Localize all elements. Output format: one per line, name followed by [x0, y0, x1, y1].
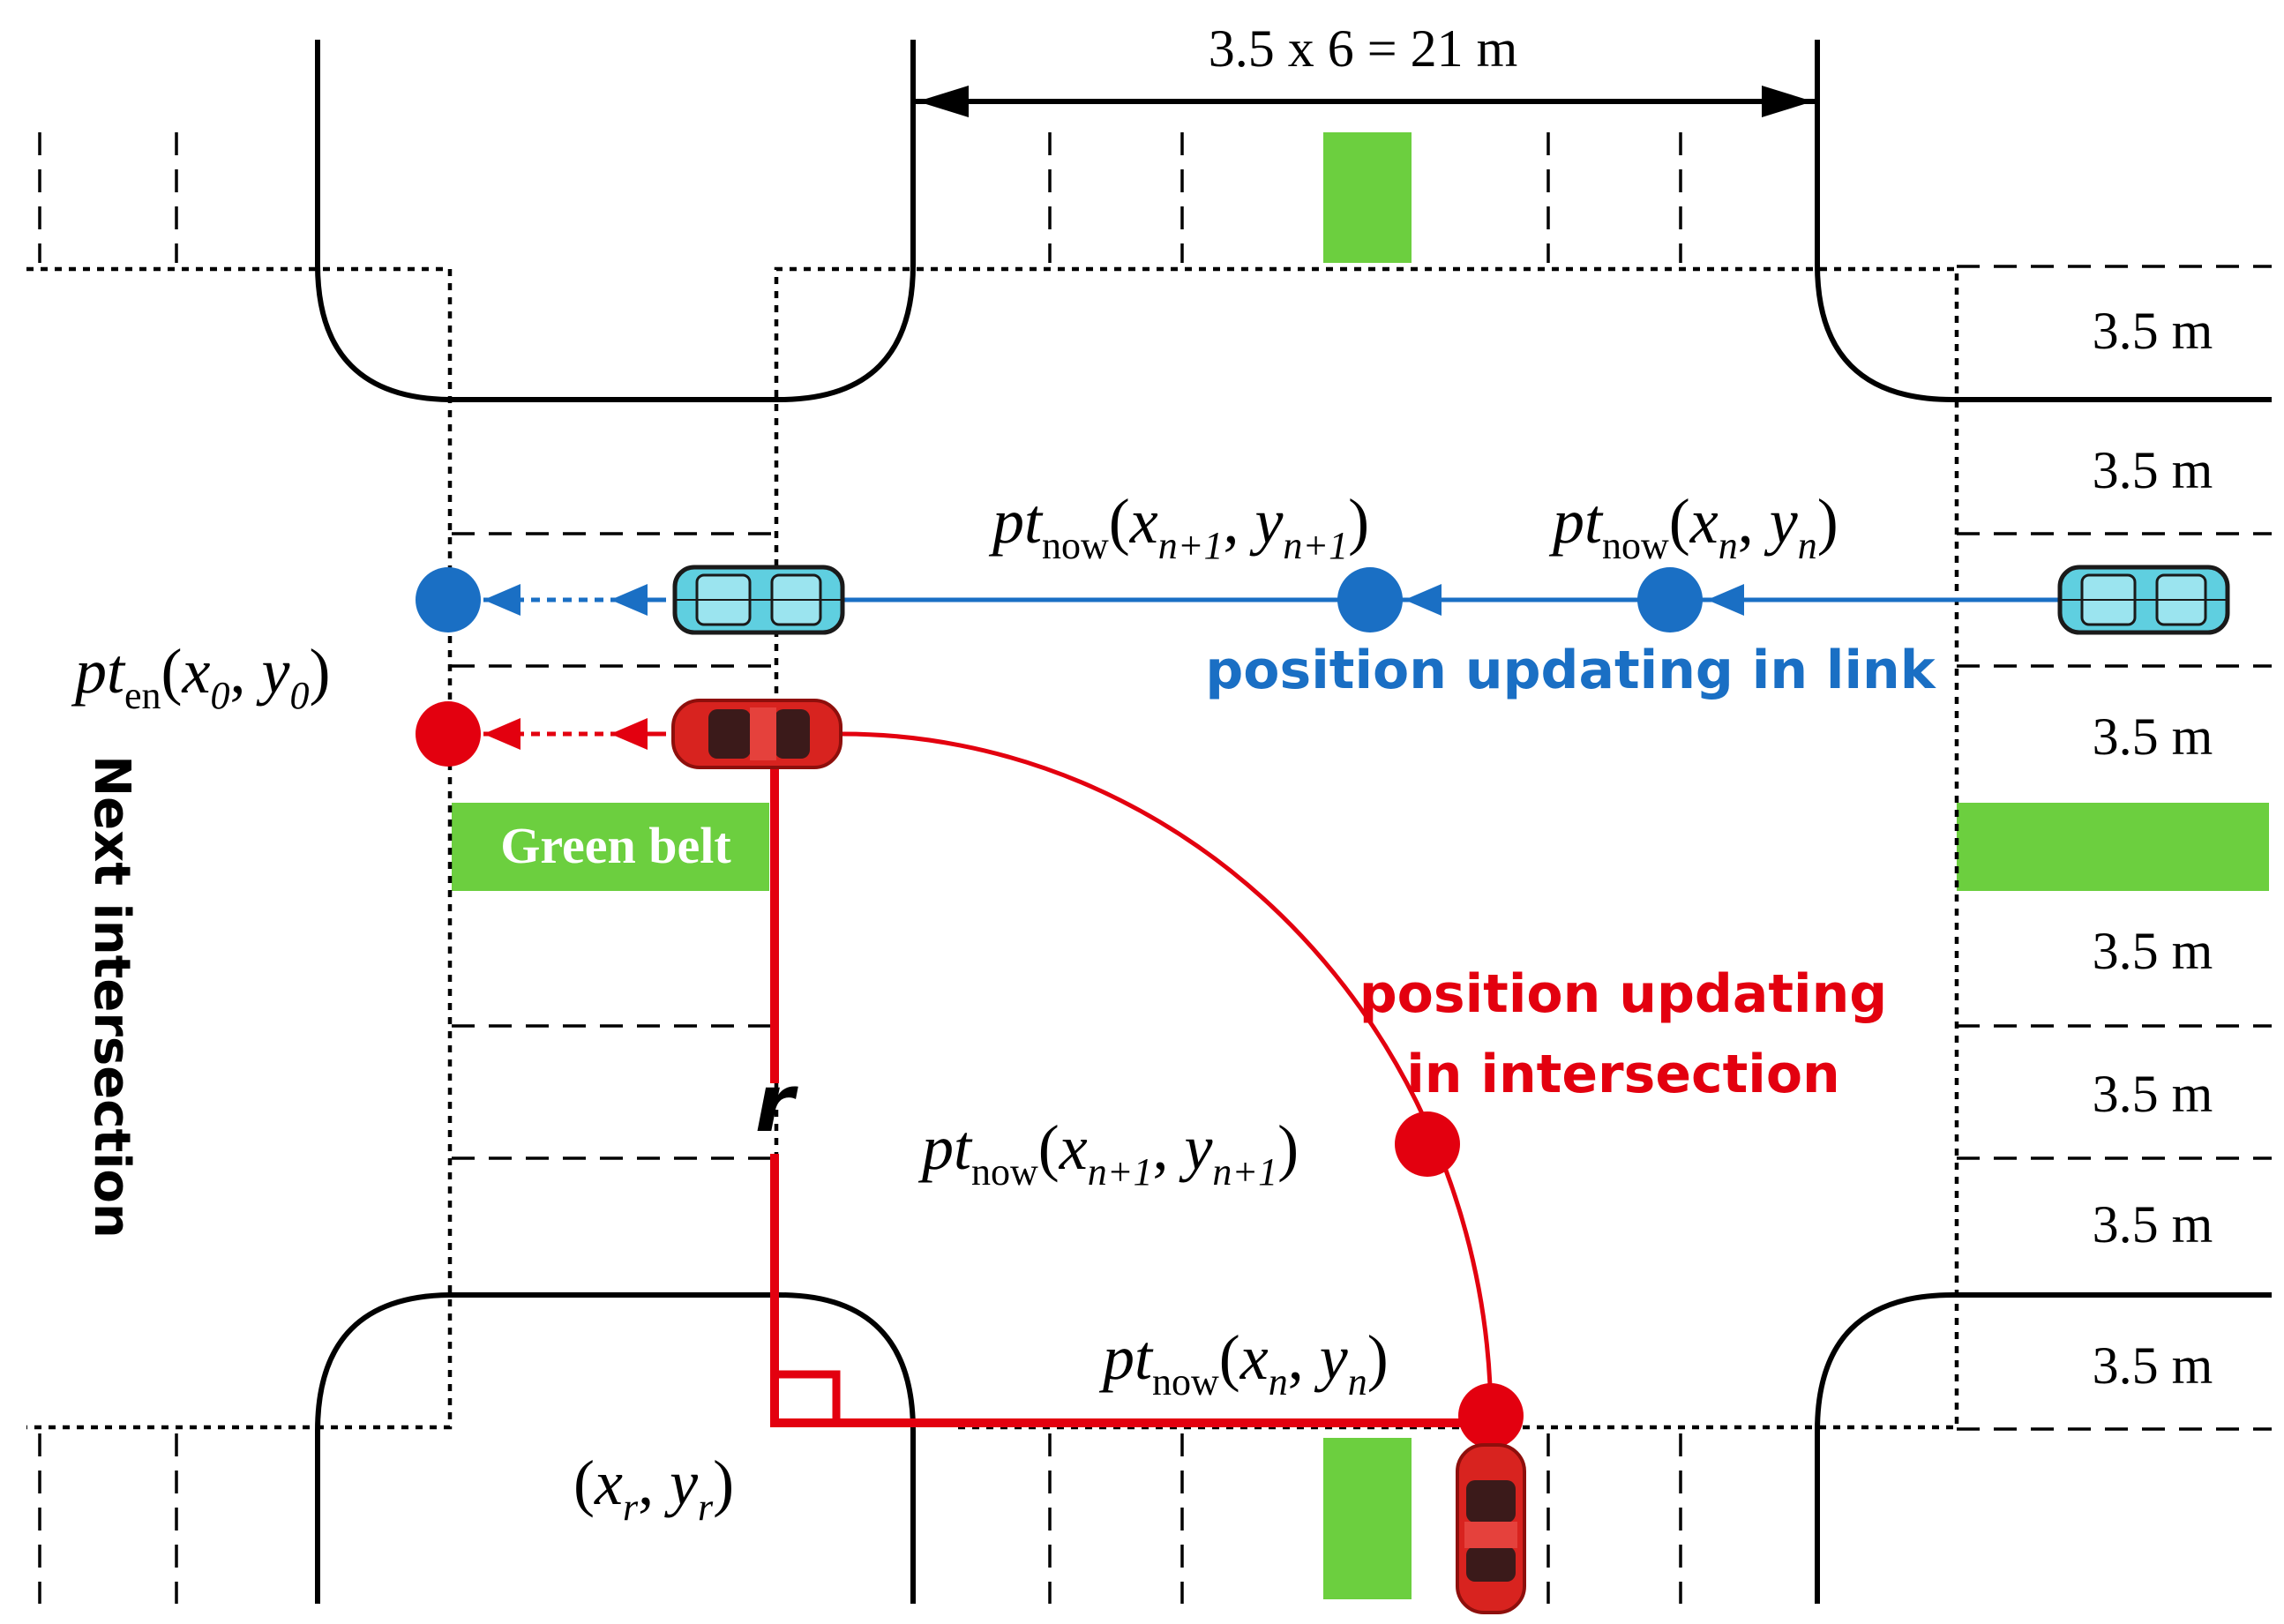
radius-label: r: [755, 1058, 799, 1150]
arrow-left-icon: [610, 584, 648, 616]
green-belt-left: [452, 803, 769, 891]
lane-width-6: 3.5 m: [2093, 1195, 2213, 1254]
red-point-mid-label: ptnow(xn+1, yn+1): [917, 1112, 1299, 1194]
entry-point-label: pten(x0, y0): [71, 636, 330, 717]
lane-width-4: 3.5 m: [2093, 922, 2213, 980]
arrow-left-icon: [917, 86, 969, 117]
blue-car-icon: [2057, 565, 2230, 635]
green-belt-median-bottom: [1323, 1438, 1412, 1599]
red-car-icon: [671, 699, 842, 769]
arrow-right-icon: [1762, 86, 1813, 117]
arrow-left-icon: [483, 718, 520, 750]
arrow-left-icon: [483, 584, 520, 616]
green-belt-right: [1957, 803, 2269, 891]
lane-lines: [38, 132, 2272, 1604]
arrow-left-icon: [1707, 584, 1744, 616]
width-dimension: [913, 86, 1817, 117]
green-belt-label: Green belt: [500, 817, 731, 874]
lane-width-5: 3.5 m: [2093, 1065, 2213, 1123]
center-point-label: (xr, yr): [573, 1448, 734, 1529]
lane-width-2: 3.5 m: [2093, 441, 2213, 499]
road-edges: [315, 40, 2272, 1604]
right-angle-icon: [779, 1370, 841, 1423]
link-point-far: [1637, 567, 1703, 632]
red-car-icon: [1456, 1443, 1526, 1614]
entry-point-blue: [416, 567, 481, 632]
lane-width-1: 3.5 m: [2093, 302, 2213, 360]
arrow-left-icon: [1404, 584, 1442, 616]
link-caption: position updating in link: [1205, 640, 1936, 701]
intersection-caption-1: position updating: [1359, 963, 1888, 1025]
intersection-point-mid: [1395, 1111, 1460, 1177]
red-point-low-label: ptnow(xn, yn): [1098, 1322, 1389, 1403]
intersection-point-low: [1458, 1383, 1524, 1448]
intersection-boundaries: [26, 266, 1959, 1430]
blue-point-far-label: ptnow(xn, yn): [1548, 486, 1838, 567]
width-formula: 3.5 x 6 = 21 m: [1209, 19, 1518, 78]
lane-width-3: 3.5 m: [2093, 707, 2213, 766]
entry-point-red: [416, 701, 481, 767]
intersection-caption-2: in intersection: [1406, 1044, 1840, 1105]
green-belt-median-top: [1323, 132, 1412, 263]
blue-car-icon: [672, 565, 845, 635]
lane-width-7: 3.5 m: [2093, 1336, 2213, 1395]
next-intersection-label: Next intersection: [83, 755, 140, 1238]
blue-point-near-label: ptnow(xn+1, yn+1): [988, 486, 1369, 567]
arrow-left-icon: [610, 718, 648, 750]
link-trajectory: [416, 567, 2060, 632]
intersection-trajectory: [416, 701, 1524, 1448]
link-point-near: [1337, 567, 1403, 632]
